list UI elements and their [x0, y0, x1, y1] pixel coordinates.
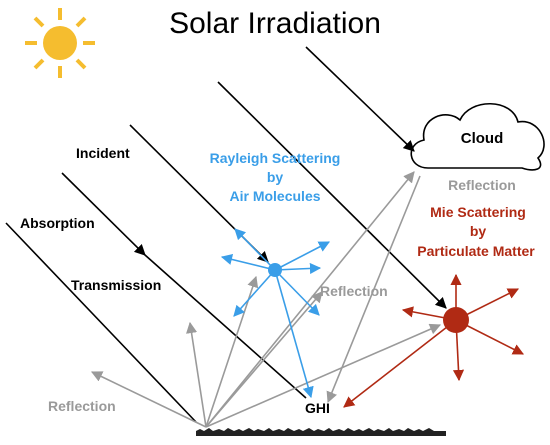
ray-absorption	[5, 222, 197, 423]
label-mie-3: Particulate Matter	[417, 243, 535, 259]
reflect-up-1	[185, 321, 207, 428]
particulate-matter	[443, 307, 469, 333]
label-mie-1: Mie Scattering	[430, 204, 526, 220]
reflect-cloud-1	[205, 171, 415, 428]
sun-icon	[25, 8, 95, 78]
reflection-rays	[90, 171, 442, 428]
reflect-left	[90, 371, 207, 428]
reflect-up-2	[205, 275, 259, 428]
label-reflection-ground: Reflection	[48, 398, 116, 414]
reflect-ghi-cloud	[326, 175, 421, 404]
cloud-icon	[410, 102, 545, 171]
label-ghi: GHI	[305, 400, 330, 416]
ray-mie	[217, 81, 447, 309]
page-title: Solar Irradiation	[169, 7, 381, 40]
rayleigh-scatter	[220, 228, 330, 399]
label-rayleigh-2: by	[267, 169, 284, 185]
air-molecule	[268, 263, 282, 277]
label-rayleigh-1: Rayleigh Scattering	[210, 150, 341, 166]
incident-rays	[5, 46, 447, 423]
label-incident: Incident	[76, 145, 130, 161]
ray-transmission-2	[144, 254, 307, 399]
reflect-middle	[205, 291, 323, 428]
reflect-mie	[205, 323, 442, 428]
ray-transmission-1	[61, 172, 146, 256]
label-mie-2: by	[470, 223, 487, 239]
cloud-label: Cloud	[461, 130, 504, 147]
label-absorption: Absorption	[20, 215, 95, 231]
label-reflection-middle: Reflection	[320, 283, 388, 299]
label-rayleigh-3: Air Molecules	[229, 188, 320, 204]
ground-surface	[196, 428, 446, 436]
label-reflection-cloud: Reflection	[448, 177, 516, 193]
label-transmission: Transmission	[71, 277, 161, 293]
ray-cloud	[305, 46, 415, 152]
